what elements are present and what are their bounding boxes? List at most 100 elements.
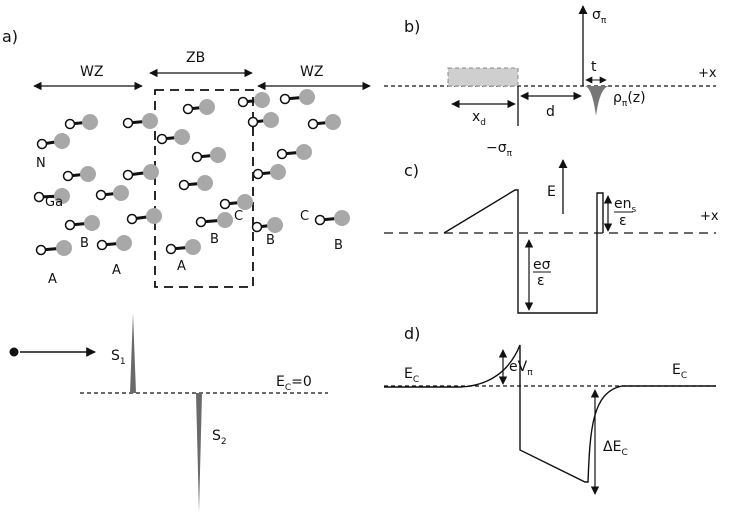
ec-right-label: EC — [672, 362, 687, 381]
ec-left-label: EC — [404, 366, 419, 385]
d-label: d — [546, 104, 555, 120]
s1-spike — [130, 313, 136, 393]
zb-label: ZB — [186, 50, 205, 66]
wz-left-label: WZ — [80, 64, 103, 80]
n-atom — [122, 117, 134, 129]
ga-atom — [113, 185, 129, 201]
ga-atom — [142, 113, 158, 129]
n-atom — [219, 198, 231, 210]
n-atom — [178, 179, 190, 191]
ga-atom — [199, 99, 215, 115]
atom-n-label: N — [36, 156, 46, 171]
ga-atom — [296, 144, 312, 160]
ga-atom — [267, 217, 283, 233]
panel-a-label: a) — [2, 27, 18, 46]
esigma-num: eσ — [533, 257, 551, 273]
n-atom — [156, 133, 168, 145]
ga-atom — [116, 235, 132, 251]
n-atom — [62, 170, 74, 182]
n-atom — [237, 96, 249, 108]
stack-label: C — [234, 209, 243, 224]
ga-atom — [325, 114, 341, 130]
stack-label: A — [112, 263, 121, 278]
s1-label: S1 — [111, 348, 126, 367]
e-field-label: E — [547, 184, 556, 200]
n-atom — [122, 169, 134, 181]
n-atom — [36, 138, 48, 150]
esigma-den: ε — [537, 273, 545, 289]
atom-lattice — [33, 89, 350, 256]
ga-atom — [54, 188, 70, 204]
electric-field-profile — [443, 189, 604, 314]
ga-atom — [334, 210, 350, 226]
ec-zero-label: EC=0 — [276, 374, 312, 393]
depletion-charge-rect — [447, 67, 519, 87]
ga-atom — [174, 129, 190, 145]
n-atom — [95, 189, 107, 201]
ga-atom — [299, 89, 315, 105]
n-atom — [251, 221, 263, 233]
ga-atom — [197, 175, 213, 191]
s2-label: S2 — [212, 428, 227, 447]
n-atom — [276, 148, 288, 160]
stack-label: A — [177, 259, 186, 274]
ga-atom — [54, 133, 70, 149]
stack-label: C — [300, 209, 309, 224]
panel-d-label: d) — [404, 324, 420, 343]
n-atom — [314, 214, 326, 226]
ga-atom — [84, 215, 100, 231]
ga-atom — [270, 164, 286, 180]
sigma-pi-label: σπ — [592, 7, 607, 26]
panel-b-label: b) — [404, 17, 420, 36]
conduction-band-profile — [384, 344, 716, 483]
stack-label: B — [266, 233, 275, 248]
ens-num: ens — [614, 196, 637, 215]
n-atom — [252, 168, 264, 180]
ga-atom — [82, 114, 98, 130]
n-atom — [165, 243, 177, 255]
stack-label: B — [210, 232, 219, 247]
ga-atom — [56, 240, 72, 256]
n-atom — [307, 118, 319, 130]
zb-region-box — [154, 89, 254, 288]
n-atom — [96, 239, 108, 251]
atom-ga-label: Ga — [45, 195, 63, 210]
ga-atom — [217, 212, 233, 228]
ga-atom — [146, 208, 162, 224]
stack-label: A — [48, 272, 57, 287]
n-atom — [247, 116, 259, 128]
wz-right-label: WZ — [300, 64, 323, 80]
n-atom — [182, 103, 194, 115]
stack-label: B — [334, 238, 343, 253]
ga-atom — [185, 239, 201, 255]
n-atom — [35, 244, 47, 256]
n-atom — [279, 93, 291, 105]
n-atom — [33, 191, 45, 203]
ga-atom — [143, 164, 159, 180]
n-atom — [64, 118, 76, 130]
ens-den: ε — [619, 213, 627, 229]
ga-atom — [237, 194, 253, 210]
ga-atom — [263, 112, 279, 128]
ga-atom — [210, 147, 226, 163]
neg-sigma-label: −σπ — [486, 140, 513, 159]
delta-ec-label: ΔEC — [603, 439, 628, 458]
rho-pi-label: ρπ(z) — [613, 90, 646, 109]
rho-pi-distribution — [584, 86, 610, 116]
electron-dot — [9, 347, 19, 357]
n-atom — [195, 216, 207, 228]
c-plus-x-label: +x — [700, 209, 719, 224]
evpi-label: eVπ — [509, 359, 533, 378]
ga-atom — [80, 166, 96, 182]
n-atom — [126, 213, 138, 225]
stack-label: B — [80, 236, 89, 251]
n-atom — [64, 219, 76, 231]
ga-atom — [254, 92, 270, 108]
panel-c-label: c) — [404, 161, 419, 180]
xd-label: xd — [472, 109, 486, 128]
t-label: t — [591, 59, 597, 75]
n-atom — [191, 151, 203, 163]
b-plus-x-label: +x — [698, 66, 717, 81]
s2-spike — [196, 393, 202, 512]
